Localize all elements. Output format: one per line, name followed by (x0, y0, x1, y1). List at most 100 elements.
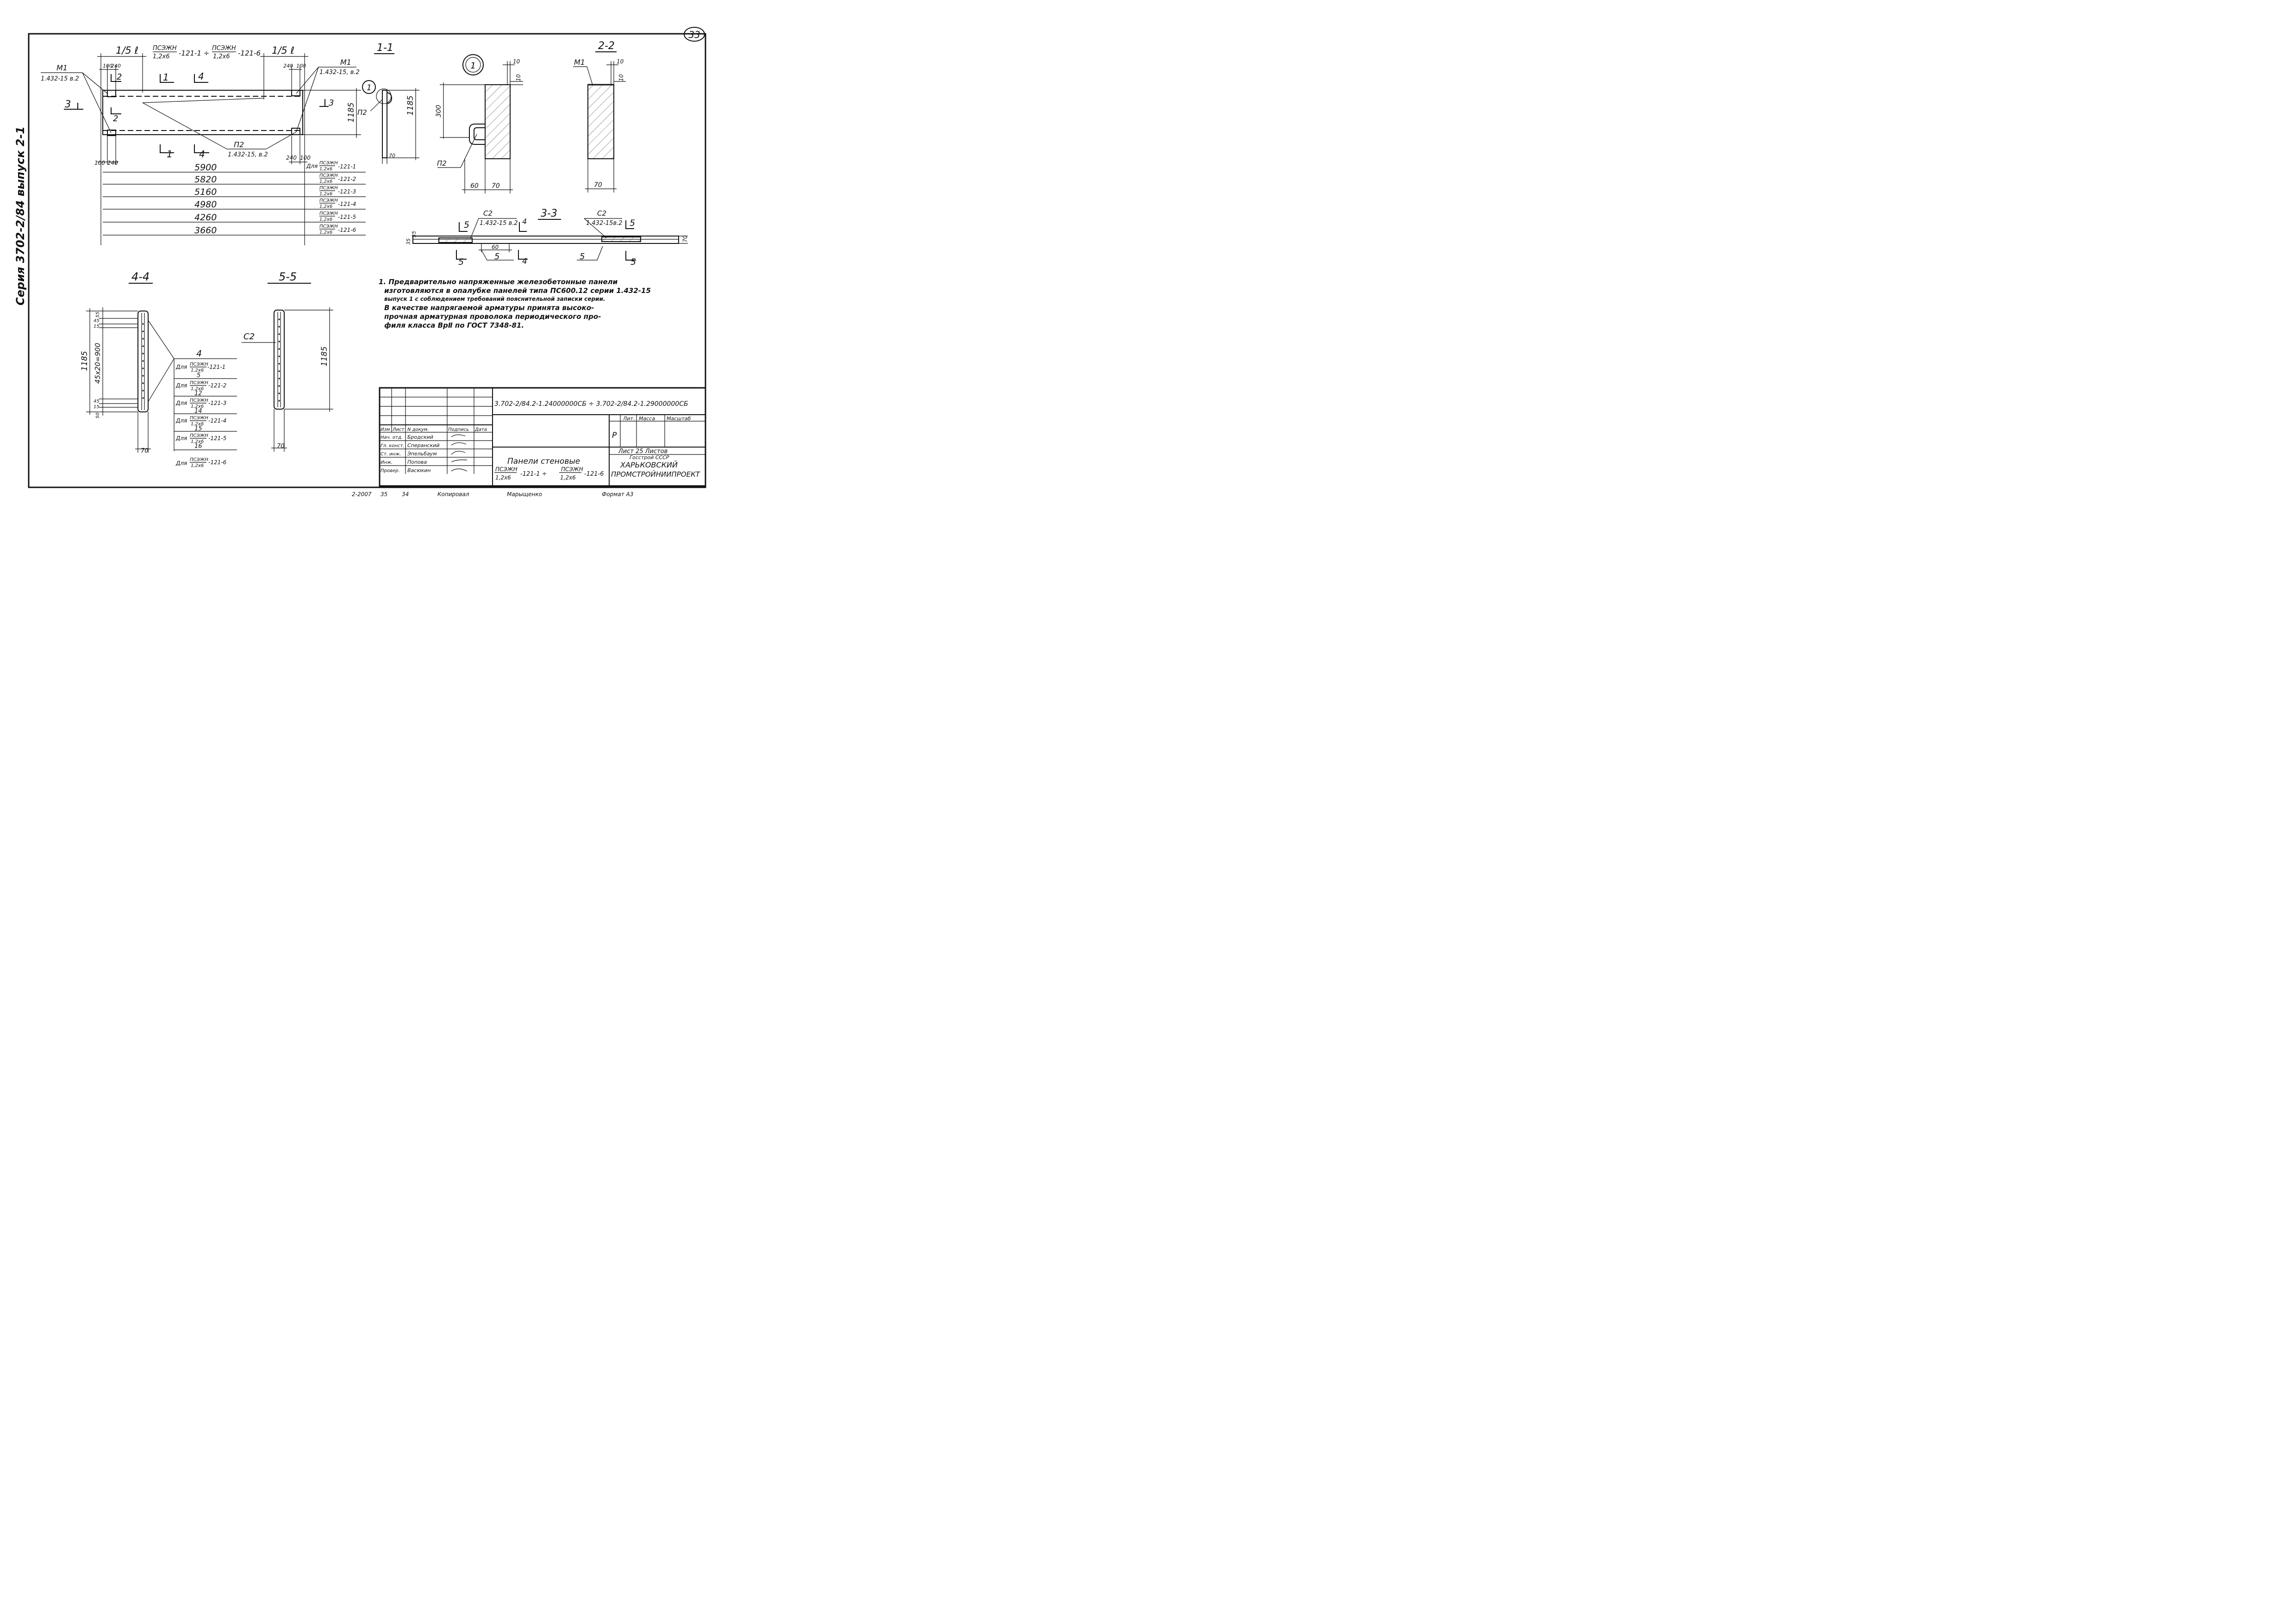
dim-240-top-left: 240 (111, 63, 121, 69)
svg-text:1,2х6: 1,2х6 (191, 422, 204, 427)
svg-text:Марыщенко: Марыщенко (507, 491, 542, 498)
dim-100-bot-right: 100 (300, 155, 311, 161)
sheet-info: Лист 25 Листов (618, 448, 668, 455)
length-prefix-1: Для (306, 163, 318, 169)
section-5-5-c2: С2 (243, 332, 255, 342)
svg-text:ПСЭЖН: ПСЭЖН (319, 211, 338, 216)
section-3-3-c2-left-ref: 1.432-15 в.2 (480, 220, 518, 227)
org-line-3: ПРОМСТРОЙНИИПРОЕКТ (611, 470, 701, 479)
svg-text:Лит.: Лит. (623, 416, 635, 422)
panel-outline (102, 90, 303, 135)
svg-text:Подпись: Подпись (448, 427, 469, 432)
dim-fifth-right: 1/5 ℓ (272, 45, 294, 56)
cut-1-top: 1 (163, 72, 169, 83)
org-line-2: ХАРЬКОВСКИЙ (620, 460, 678, 469)
cut-3-right: 3 (329, 98, 334, 108)
svg-text:-121-1: -121-1 (338, 163, 356, 170)
section-4-4-height: 1185 (80, 351, 89, 371)
note-line-1: 1. Предварительно напряженные железобето… (379, 278, 618, 286)
section-3-3-dim-35: 35 (406, 238, 412, 245)
section-1-1-thickness: 70 (389, 153, 395, 159)
svg-text:1,2х6: 1,2х6 (495, 474, 511, 481)
range-top-a: ПСЭЖН (153, 45, 177, 52)
svg-text:ПСЭЖН: ПСЭЖН (319, 224, 338, 229)
svg-text:Для: Для (175, 460, 187, 467)
section-3-3-c2-right-name: С2 (597, 209, 606, 218)
svg-text:-121-1: -121-1 (207, 364, 225, 370)
svg-text:Дата: Дата (474, 427, 487, 432)
section-2-2-title: 2-2 (598, 40, 615, 52)
note-line-3: выпуск 1 с соблюдением требований поясни… (384, 296, 605, 302)
svg-text:ПСЭЖН: ПСЭЖН (495, 466, 518, 473)
section-2-2-dim-70: 70 (594, 181, 602, 189)
stage-letter: Р (612, 431, 617, 440)
svg-text:1,2х6: 1,2х6 (191, 368, 204, 373)
row-3-count: 14 (194, 408, 202, 415)
plate-p2-right (291, 128, 300, 135)
svg-text:2-2007: 2-2007 (352, 491, 372, 498)
svg-text:Эпельбаум: Эпельбаум (407, 451, 437, 457)
range-mid-a: -121-1 ÷ (179, 49, 209, 57)
svg-text:-121-4: -121-4 (338, 201, 356, 207)
plan-height-dim: 1185 (347, 102, 356, 122)
section-4-4-dim-15-bot: 15 (94, 404, 100, 410)
note-line-6: филя класса ВрⅡ по ГОСТ 7348-81. (384, 321, 524, 330)
section-1-1-height: 1185 (406, 95, 415, 115)
svg-text:1,2х6: 1,2х6 (191, 386, 204, 392)
section-1-1-title: 1-1 (377, 42, 393, 54)
svg-text:-121-4: -121-4 (208, 417, 226, 424)
drawing-sheet: 33 Серия 3702-2/84 выпуск 2-1 (14, 27, 706, 498)
dim-fifth-left: 1/5 ℓ (116, 45, 138, 56)
node-1-dim-70: 70 (492, 182, 500, 190)
section-3-3-title: 3-3 (541, 208, 557, 219)
section-3-3-mid-5b: 5 (580, 252, 585, 261)
svg-text:1,2х6: 1,2х6 (560, 474, 576, 481)
section-4-4-title: 4-4 (131, 270, 150, 283)
table-4-header: 4 (196, 348, 202, 359)
section-5-5-body (274, 310, 285, 410)
signatures (451, 434, 468, 472)
m1-left-ref: 1.432-15 в.2 (41, 75, 79, 82)
node-1-p2: П2 (437, 159, 447, 168)
length-4260: 4260 (194, 212, 217, 223)
section-1-1-p2: П2 (357, 108, 367, 117)
svg-text:ПСЭЖН: ПСЭЖН (190, 433, 208, 438)
svg-text:-121-6: -121-6 (338, 227, 356, 233)
svg-text:Для: Для (175, 364, 187, 370)
section-4-4-dim-45-bot: 45 (94, 399, 100, 404)
svg-text:Бродский: Бродский (407, 434, 433, 440)
row-2-count: 12 (194, 390, 202, 397)
svg-text:Провер.: Провер. (381, 468, 400, 473)
section-3-3-dim-35b: 35 (411, 231, 417, 237)
range-mid-b: -121-6 (238, 49, 261, 57)
svg-text:ПСЭЖН: ПСЭЖН (319, 186, 338, 191)
note-line-4: В качестве напрягаемой арматуры принята … (384, 304, 594, 312)
panel-plan-view: 1185 1/5 ℓ 1/5 ℓ ПСЭЖН 1,2х6 -121-1 ÷ ПС… (41, 45, 366, 245)
svg-text:1,2х6: 1,2х6 (319, 179, 332, 184)
svg-text:ПСЭЖН: ПСЭЖН (190, 457, 208, 462)
svg-text:Формат А3: Формат А3 (602, 491, 633, 498)
svg-text:Масштаб: Масштаб (667, 416, 691, 422)
section-3-3-dim-70: 70 (682, 235, 688, 243)
svg-text:ПСЭЖН: ПСЭЖН (190, 362, 208, 367)
section-3-3-c2-left-name: С2 (483, 209, 493, 218)
svg-text:ПСЭЖН: ПСЭЖН (190, 380, 208, 386)
node-1-concrete (485, 84, 511, 159)
node-1-dim-60: 60 (470, 182, 479, 190)
section-4-4-dim-55: 55 (95, 312, 100, 318)
section-3-3: 3-3 5 С2 1.432-15 в.2 4 С2 1.432-15в.2 5… (406, 208, 688, 267)
node-1-label: 1 (470, 61, 476, 71)
section-5-5-rebar-dots (278, 318, 280, 402)
m1-left-name: М1 (56, 63, 68, 72)
cut-4-top: 4 (198, 71, 204, 82)
svg-text:1,2х6: 1,2х6 (319, 217, 332, 222)
length-4980: 4980 (194, 199, 217, 210)
svg-text:1,2х6: 1,2х6 (319, 167, 332, 172)
svg-text:ПСЭЖН: ПСЭЖН (319, 198, 338, 203)
length-5160: 5160 (194, 187, 217, 197)
svg-text:Нач. отд.: Нач. отд. (381, 435, 403, 440)
note-line-5: прочная арматурная проволока периодическ… (384, 312, 601, 321)
org-line-1: Госстрой СССР (630, 454, 669, 460)
section-5-5: 5-5 С2 1185 70 (242, 270, 333, 452)
section-5-5-thickness: 70 (277, 443, 285, 450)
